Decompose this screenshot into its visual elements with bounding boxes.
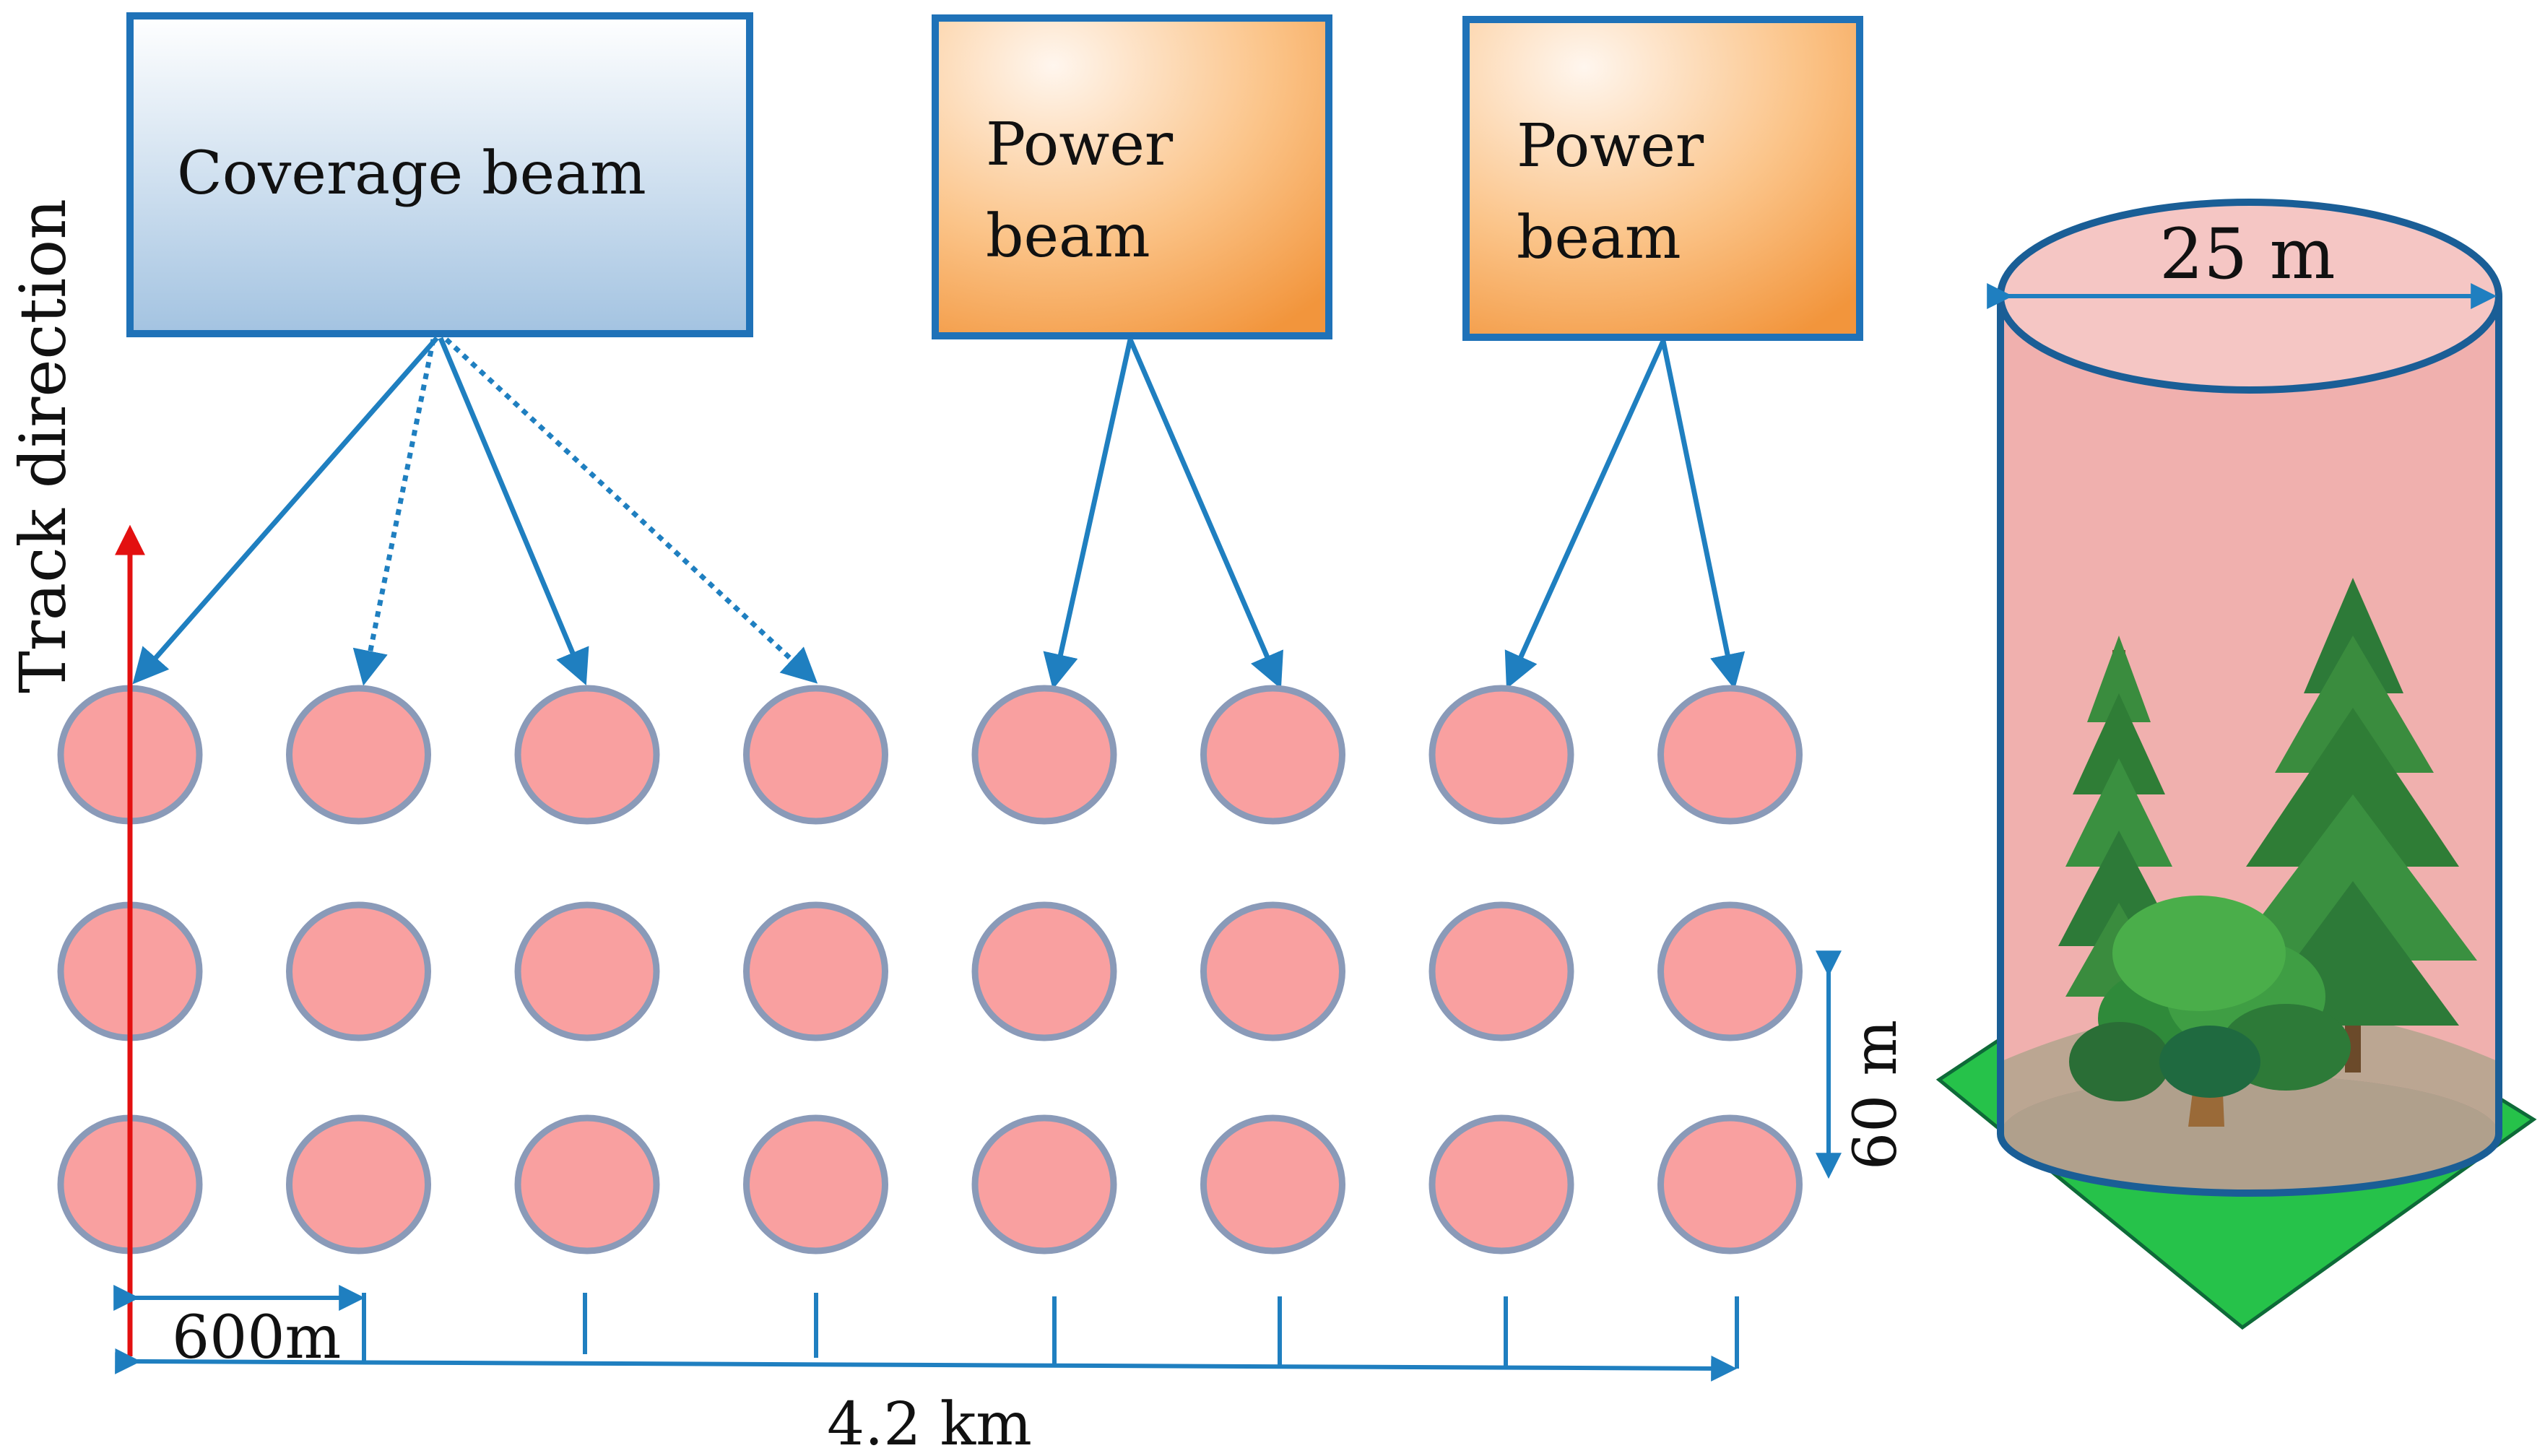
coverage-beam-label: Coverage beam — [177, 139, 646, 208]
footprint-circle — [286, 1114, 431, 1254]
forest-trees-icon — [2058, 578, 2477, 1127]
power-beam-1-label-line1: Power — [986, 110, 1174, 179]
coverage-arrow-2-dotted — [352, 339, 436, 686]
footprint-circle — [1428, 901, 1574, 1041]
footprint-circle — [1200, 1114, 1345, 1254]
power-beam-box-2: Power beam — [1462, 16, 1863, 341]
footprint-circle — [971, 685, 1117, 825]
footprint-circle — [971, 1114, 1117, 1254]
beam-arrows — [132, 336, 1746, 690]
footprint-circle — [1200, 685, 1345, 825]
footprint-circle — [743, 685, 888, 825]
power2-arrow-1 — [1504, 339, 1666, 689]
coverage-arrow-4-dotted — [444, 337, 818, 684]
footprint-60m-label: 60 m — [1842, 1020, 1910, 1170]
coverage-arrow-3 — [438, 337, 589, 686]
power-beam-box-1: Power beam — [932, 14, 1332, 339]
power1-arrow-2 — [1127, 338, 1283, 689]
footprint-grid — [57, 685, 1803, 1254]
footprint-circle — [286, 901, 431, 1041]
cylinder-floor — [2000, 1075, 2499, 1193]
footprint-circle — [743, 1114, 888, 1254]
coverage-beam-box: Coverage beam — [126, 12, 753, 337]
swath-4-2km-label: 4.2 km — [827, 1390, 1032, 1456]
track-direction-label: Track direction — [6, 199, 80, 693]
swath-4-2km-dimension — [115, 1293, 1739, 1382]
power1-arrow-1 — [1043, 339, 1133, 690]
footprint-circle — [971, 901, 1117, 1041]
coverage-arrow-1 — [132, 336, 439, 685]
footprint-circle — [514, 685, 660, 825]
footprint-circle — [743, 901, 888, 1041]
cylinder-25m-label: 25 m — [2159, 214, 2336, 295]
power2-arrow-2 — [1660, 340, 1746, 690]
footprint-circle — [286, 685, 431, 825]
footprint-circle — [1657, 1114, 1803, 1254]
power-beam-2-label-line2: beam — [1517, 204, 1681, 272]
footprint-circle — [1657, 685, 1803, 825]
footprint-circle — [514, 901, 660, 1041]
footprint-circle — [1428, 1114, 1574, 1254]
footprint-circle — [1200, 901, 1345, 1041]
footprint-cylinder: 25 m — [1935, 199, 2537, 1330]
power-beam-2-label-line1: Power — [1517, 112, 1704, 181]
power-beam-1-label-line2: beam — [986, 202, 1150, 271]
footprint-circle — [1428, 685, 1574, 825]
footprint-circle — [514, 1114, 660, 1254]
footprint-circle — [1657, 901, 1803, 1041]
